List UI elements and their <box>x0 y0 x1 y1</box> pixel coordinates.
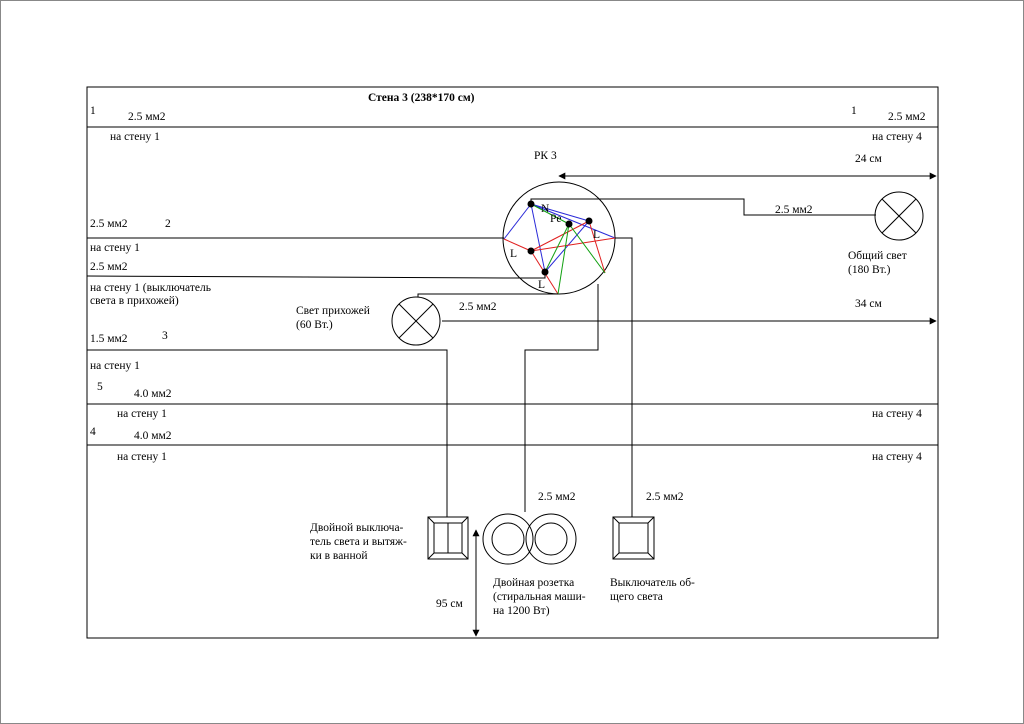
cable-5-section: 4.0 мм2 <box>134 388 172 400</box>
bath-switch-name-3: ки в ванной <box>310 550 368 562</box>
double-socket-right <box>525 513 577 565</box>
top-right-cable-number: 1 <box>851 105 857 117</box>
dimension-95-label: 95 см <box>436 598 463 610</box>
cable-2-section: 2.5 мм2 <box>90 218 128 230</box>
terminal-l-right-label: L <box>593 229 600 241</box>
junction-box-label: РК 3 <box>534 150 557 162</box>
hall-switch-cable-destination-2: света в прихожей) <box>90 295 179 307</box>
general-switch-cable <box>615 237 633 517</box>
socket-name-2: (стиральная маши- <box>493 591 586 603</box>
top-left-cable-number: 1 <box>90 105 96 117</box>
general-light-name: Общий свет <box>848 250 907 262</box>
socket-name-3: на 1200 Вт) <box>493 605 550 617</box>
socket-cable <box>524 284 599 512</box>
general-switch-cable-section: 2.5 мм2 <box>646 491 684 503</box>
dimension-24-label: 24 см <box>855 153 882 165</box>
top-left-destination: на стену 1 <box>110 131 160 143</box>
top-left-cable-section: 2.5 мм2 <box>128 111 166 123</box>
double-socket-left-inner <box>491 522 525 556</box>
terminal-l-left <box>527 247 535 255</box>
hall-switch-cable-section: 2.5 мм2 <box>90 261 128 273</box>
cable-3-line <box>87 349 448 517</box>
bath-switch-bevel-d <box>461 552 469 560</box>
cable-3-destination: на стену 1 <box>90 360 140 372</box>
general-light-lamp <box>874 191 924 241</box>
bath-switch-bevel-b <box>461 516 469 524</box>
socket-name-1: Двойная розетка <box>493 577 574 589</box>
bath-switch-name-1: Двойной выключа- <box>310 522 404 534</box>
hall-light-lamp <box>391 296 441 346</box>
cable-5-destination-left: на стену 1 <box>117 408 167 420</box>
general-switch-bevel-a <box>612 516 620 524</box>
cable-4-number: 4 <box>90 426 96 438</box>
terminal-pe-label: Pe <box>550 213 562 225</box>
junction-blue-wires <box>503 203 616 273</box>
terminal-l-left-label: L <box>510 248 517 260</box>
general-light-cable-section: 2.5 мм2 <box>775 204 813 216</box>
wall-frame <box>86 86 939 639</box>
hall-light-cable <box>417 293 558 297</box>
cable-5-number: 5 <box>97 381 103 393</box>
bath-switch-bevel-a <box>427 516 435 524</box>
general-light-cable <box>530 198 876 216</box>
general-light-power: (180 Вт.) <box>848 264 891 276</box>
socket-cable-section: 2.5 мм2 <box>538 491 576 503</box>
bath-double-switch <box>427 516 469 560</box>
general-switch-bevel-c <box>612 552 620 560</box>
double-socket-right-inner <box>534 522 568 556</box>
cable-4-section: 4.0 мм2 <box>134 430 172 442</box>
junction-green-wires <box>530 203 606 295</box>
top-right-destination: на стену 4 <box>872 131 922 143</box>
general-switch-bevel-d <box>647 552 655 560</box>
hall-switch-cable-line <box>86 272 546 279</box>
general-switch-bevel-b <box>647 516 655 524</box>
cable-4-destination-left: на стену 1 <box>117 451 167 463</box>
double-socket-left <box>482 513 534 565</box>
terminal-n-label: N <box>541 203 550 215</box>
dimension-34-label: 34 см <box>855 298 882 310</box>
general-light-cross-b <box>881 198 917 234</box>
general-light-switch <box>612 516 655 560</box>
hall-light-power: (60 Вт.) <box>296 319 333 331</box>
wall-title: Стена 3 (238*170 см) <box>368 92 475 104</box>
top-right-cable-section: 2.5 мм2 <box>888 111 926 123</box>
cable-5-destination-right: на стену 4 <box>872 408 922 420</box>
terminal-pe <box>565 220 573 228</box>
bath-switch-name-2: тель света и вытяж- <box>310 536 407 548</box>
hall-light-cross-b <box>398 303 434 339</box>
hall-switch-cable-destination-1: на стену 1 (выключатель <box>90 282 211 294</box>
cable-4-destination-right: на стену 4 <box>872 451 922 463</box>
general-switch-name-1: Выключатель об- <box>610 577 695 589</box>
hall-light-cable-section: 2.5 мм2 <box>459 301 497 313</box>
bath-switch-bevel-c <box>427 552 435 560</box>
cable-3-number: 3 <box>162 330 168 342</box>
terminal-l-right <box>585 217 593 225</box>
cable-2-number: 2 <box>165 218 171 230</box>
hall-light-name: Свет прихожей <box>296 305 370 317</box>
general-switch-inner <box>618 522 649 554</box>
general-switch-name-2: щего света <box>610 591 663 603</box>
cable-3-section: 1.5 мм2 <box>90 333 128 345</box>
terminal-l-bottom-label: L <box>538 279 545 291</box>
cable-2-destination: на стену 1 <box>90 242 140 254</box>
